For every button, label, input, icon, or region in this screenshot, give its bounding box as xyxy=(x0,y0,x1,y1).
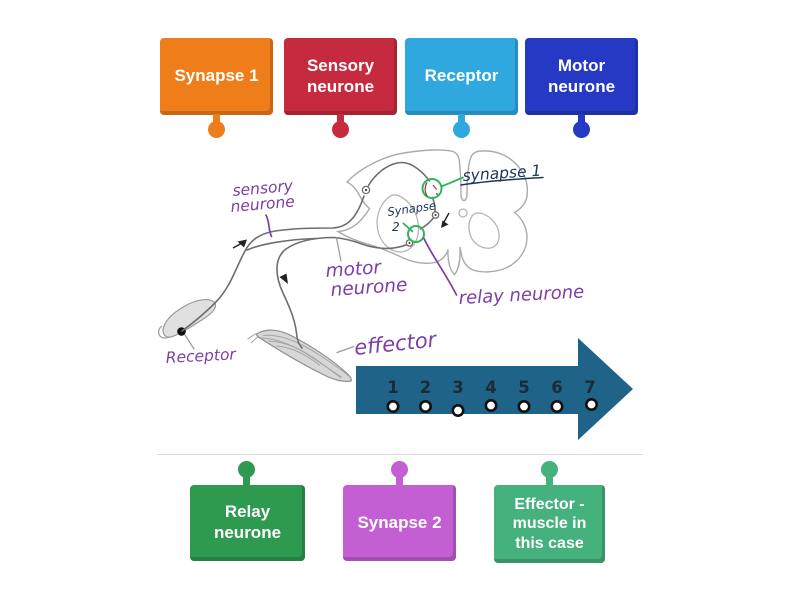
annotation-synapse-2: 2 xyxy=(392,220,400,234)
answer-slot-5[interactable] xyxy=(517,399,531,413)
relay-pointer-line xyxy=(423,237,458,296)
label-card-synapse-2[interactable]: Synapse 2 xyxy=(343,485,456,561)
grey-matter-right-wing xyxy=(468,212,500,249)
annotation-relay: relay neurone xyxy=(458,281,585,309)
label-card-text: muscle in xyxy=(512,515,587,533)
svg-text:1: 1 xyxy=(387,378,398,397)
pin-dot xyxy=(238,461,255,478)
label-card-text: Synapse 2 xyxy=(357,512,442,532)
synapse1-pointer-line xyxy=(440,176,464,188)
pin-stem xyxy=(337,114,344,124)
svg-text:6: 6 xyxy=(551,378,562,397)
annotation-motor: neurone xyxy=(330,275,408,301)
label-card-text: Motor xyxy=(557,55,606,75)
label-card-synapse-1[interactable]: Synapse 1 xyxy=(160,38,273,115)
svg-text:3: 3 xyxy=(452,378,463,397)
pin-stem xyxy=(546,474,553,486)
pin-stem xyxy=(578,114,585,124)
answer-slot-7[interactable] xyxy=(584,397,598,411)
reflex-arc-diagram: sensory neurone motor neurone relay neur… xyxy=(158,149,633,440)
synapse-detail-marks xyxy=(424,182,439,197)
pin-dot xyxy=(391,461,408,478)
receptor-drawing xyxy=(162,299,217,338)
label-card-text: neurone xyxy=(306,76,375,96)
label-card-sensory-neurone[interactable]: Sensory neurone xyxy=(284,38,397,115)
annotation-sensory: sensory xyxy=(232,177,295,200)
motor-pointer-line xyxy=(335,237,342,262)
label-card-text: Relay xyxy=(224,502,271,522)
label-card-text: Sensory xyxy=(306,55,375,75)
sequence-numbers: 1 2 3 4 5 6 7 xyxy=(387,378,595,397)
annotation-sensory: neurone xyxy=(230,192,296,216)
spinal-cord-outline xyxy=(447,246,461,276)
pin-dot xyxy=(541,461,558,478)
answer-slot-1[interactable] xyxy=(386,399,400,413)
label-card-effector[interactable]: Effector - muscle in this case xyxy=(494,485,605,563)
annotation-receptor: Receptor xyxy=(165,345,238,367)
synapse1-underline xyxy=(460,176,544,186)
label-card-text: Effector - xyxy=(514,495,585,513)
pin-stem xyxy=(213,114,220,124)
label-card-text: neurone xyxy=(213,523,282,542)
label-card-text: neurone xyxy=(547,76,616,96)
answer-slot-6[interactable] xyxy=(550,399,564,413)
divider-line xyxy=(157,454,643,455)
answer-slot-4[interactable] xyxy=(484,398,498,412)
svg-text:4: 4 xyxy=(485,378,496,397)
label-card-text: this case xyxy=(515,534,584,552)
answer-slot-2[interactable] xyxy=(418,399,432,413)
central-canal xyxy=(458,208,468,218)
synapse2-pointer-line xyxy=(402,222,414,233)
effector-pointer-line xyxy=(336,345,355,354)
answer-slot-3[interactable] xyxy=(451,403,465,417)
sensory-pointer-line xyxy=(265,214,273,238)
sensory-neurone-fibre xyxy=(181,195,365,332)
sensory-neurone-fibre xyxy=(367,161,431,187)
svg-text:5: 5 xyxy=(518,378,529,397)
muscle-fibre-lines xyxy=(247,333,349,378)
grey-matter-left-wing xyxy=(376,194,420,253)
pin-stem xyxy=(243,474,250,486)
synapse-1-circle xyxy=(421,178,443,199)
pin-stem xyxy=(458,114,465,124)
receptor-pointer-line xyxy=(184,334,195,350)
annotation-effector: effector xyxy=(353,327,439,360)
spinal-cord-outline xyxy=(346,149,529,273)
pin-dot xyxy=(453,121,470,138)
annotation-synapse-2: Synapse xyxy=(386,198,436,219)
spinal-cord-outline xyxy=(335,181,449,265)
pin-dot xyxy=(208,121,225,138)
synapse-2-circle xyxy=(407,225,425,243)
svg-text:2: 2 xyxy=(420,378,431,397)
label-card-relay-neurone[interactable]: Relay neurone xyxy=(190,485,305,561)
annotation-synapse-1: synapse 1 xyxy=(462,162,542,185)
svg-text:7: 7 xyxy=(584,378,595,397)
label-card-text: Receptor xyxy=(424,66,499,86)
label-card-motor-neurone[interactable]: Motor neurone xyxy=(525,38,638,115)
pin-dot xyxy=(573,121,590,138)
receptor-drawing xyxy=(158,325,170,339)
annotation-motor: motor xyxy=(325,257,383,282)
pin-stem xyxy=(396,474,403,486)
pin-dot xyxy=(332,121,349,138)
label-card-text: Synapse 1 xyxy=(174,66,259,86)
nerve-bundle-line xyxy=(246,237,317,251)
label-card-receptor[interactable]: Receptor xyxy=(405,38,518,115)
sequence-arrow xyxy=(356,338,633,440)
impulse-direction-arrows xyxy=(232,212,450,284)
motor-neurone-fibre xyxy=(276,236,408,349)
